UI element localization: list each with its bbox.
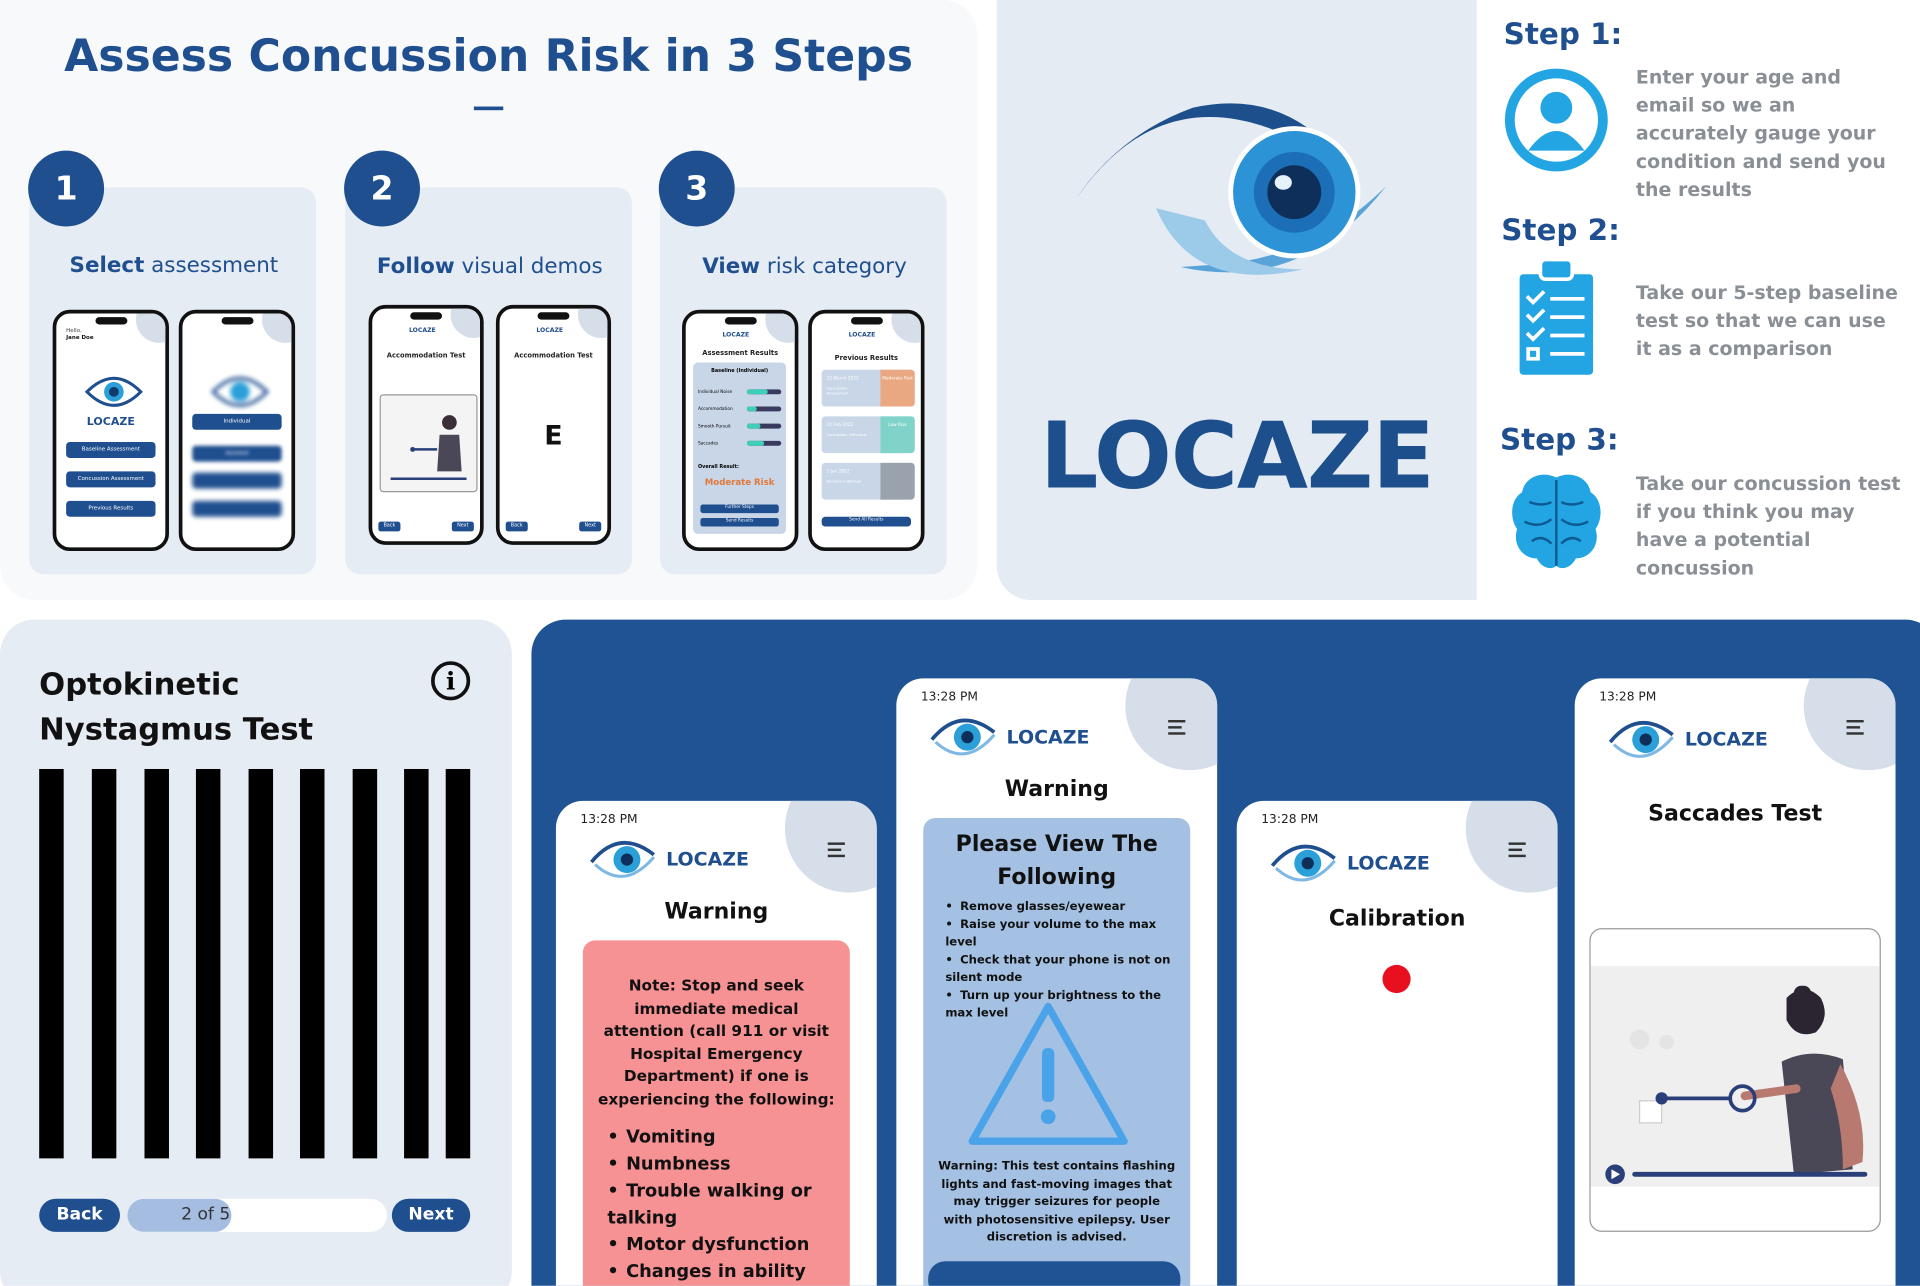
next-button[interactable]: Next [579, 521, 602, 532]
stripe-pattern [39, 768, 472, 1159]
demo-illustration [379, 394, 478, 493]
logo: LOCAZE [1607, 718, 1768, 762]
step-number-2: 2 [344, 150, 421, 227]
history-row[interactable]: 22 March 2022 Concussion Assessment Mode… [821, 369, 915, 407]
menu-icon[interactable] [1508, 842, 1526, 860]
page-title: Assess Concussion Risk in 3 Steps [64, 31, 913, 83]
menu-icon[interactable] [1846, 720, 1864, 738]
brain-icon [1512, 474, 1601, 569]
screen-heading: Saccades Test [1648, 800, 1823, 827]
mini-phone-history: LOCAZE Previous Results 22 March 2022 Co… [808, 309, 925, 552]
individual-button[interactable]: Individual [192, 413, 282, 430]
info-box: Please View The Following Remove glasses… [923, 817, 1191, 1286]
back-button[interactable]: Back [505, 521, 528, 532]
mini-phone-home: Hello, Jane Doe LOCAZE Baseline Assessme… [52, 309, 169, 552]
logo: LOCAZE [928, 715, 1089, 759]
clipboard-checklist-icon [1519, 257, 1594, 375]
stripe-bar [195, 768, 221, 1159]
eye-logo-icon [1270, 844, 1336, 882]
step-card-caption: Follow visual demos [376, 254, 603, 280]
mini-phone-select-mode: Individual Assisted [178, 309, 296, 552]
baseline-assessment-button[interactable]: Baseline Assessment [66, 442, 156, 458]
step-card-2: Follow visual demos LOCAZE Accommodation… [345, 187, 632, 575]
further-steps-button[interactable]: Further Steps [700, 504, 779, 514]
step-number-1: 1 [28, 150, 105, 227]
stripe-bar [445, 768, 471, 1159]
logo: LOCAZE [1269, 841, 1430, 885]
info-icon[interactable]: i [431, 661, 471, 701]
step-card-caption: View risk category [702, 254, 907, 280]
steps-panel: Assess Concussion Risk in 3 Steps Select… [0, 0, 978, 601]
phone-warning-info: 13:28 PM▾ ıll ▭ LOCAZE Warning Please Vi… [896, 678, 1218, 1286]
history-row[interactable]: 2 Jan 2022 Baseline Individual [821, 462, 915, 500]
phone-saccades: 13:28 PM▾ ıll ▭ LOCAZE Saccades Test [1574, 678, 1896, 1286]
continue-button[interactable] [928, 1261, 1181, 1286]
mini-phone-accommodation: LOCAZE Accommodation Test Back Next [368, 304, 484, 545]
calibration-dot [1382, 964, 1411, 994]
title-underline [473, 106, 504, 111]
right-steps: Step 1: Enter your age and email so we a… [1476, 0, 1920, 601]
history-row[interactable]: 21 Feb 2022 Concussion Individual Low Ri… [821, 416, 915, 454]
phone-calibration: 13:28 PM▾ ıll ▭ LOCAZE Calibration [1236, 800, 1558, 1286]
progress-fill [127, 1198, 232, 1232]
progress-bar [127, 1198, 387, 1232]
back-button[interactable]: Back [378, 521, 401, 532]
next-button[interactable]: Next [451, 521, 474, 532]
menu-icon[interactable] [827, 842, 845, 860]
screen-heading: Calibration [1328, 906, 1466, 932]
stripe-bar [91, 768, 117, 1159]
previous-results-button[interactable]: Previous Results [66, 500, 156, 517]
overall-risk: Moderate Risk [704, 477, 775, 488]
step-card-caption: Select assessment [69, 253, 279, 278]
stripe-bar [144, 768, 169, 1159]
user-icon [1504, 68, 1608, 172]
warning-triangle-icon [968, 1002, 1128, 1145]
assisted-button[interactable]: Assisted [192, 445, 282, 462]
screen-heading: Warning [664, 898, 769, 925]
brand-panel: LOCAZE [996, 0, 1477, 601]
stripe-bar [352, 768, 378, 1159]
logo: LOCAZE [588, 838, 749, 882]
progress-label: 2 of 5 [181, 1204, 231, 1225]
send-results-button[interactable]: Send Results [700, 517, 779, 527]
phone-warning-note: 13:28 PM▾ ıll ▭ LOCAZE Warning Note: Sto… [555, 800, 877, 1286]
eye-logo-icon [1076, 103, 1387, 275]
next-button[interactable]: Next [391, 1198, 471, 1232]
eye-logo-icon [84, 377, 143, 407]
send-all-results-button[interactable]: Send All Results [821, 516, 912, 527]
instruction-list: Remove glasses/eyewear Raise your volume… [945, 899, 1185, 1023]
warning-note-box: Note: Stop and seek immediate medical at… [582, 940, 850, 1286]
eye-logo-icon [590, 841, 656, 878]
back-button[interactable]: Back [39, 1198, 121, 1232]
concussion-assessment-button[interactable]: Concussion Assessment [66, 471, 156, 488]
stripe-bar [404, 768, 429, 1159]
test-letter: E [544, 421, 563, 452]
step-card-1: Select assessment Hello, Jane Doe LOCAZE… [29, 187, 316, 575]
eye-logo-icon [1608, 721, 1674, 758]
screen-heading: Warning [1004, 776, 1109, 803]
step-card-3: View risk category LOCAZE Assessment Res… [660, 187, 947, 575]
stripe-bar [39, 768, 64, 1159]
results-box: Baseline (Individual) Individual Noise A… [693, 362, 787, 534]
mini-phone-results: LOCAZE Assessment Results Baseline (Indi… [682, 309, 799, 552]
blurred-button [192, 472, 282, 489]
stripe-bar [300, 768, 325, 1159]
eye-logo-icon [210, 377, 270, 407]
eye-logo-icon [930, 718, 996, 756]
mini-phone-accommodation-letter: LOCAZE Accommodation Test E Back Next [495, 304, 612, 545]
symptom-list: Vomiting Numbness Trouble walking or tal… [607, 1124, 815, 1286]
blurred-button [192, 500, 282, 517]
phones-panel: 13:28 PM▾ ıll ▭ LOCAZE Warning Note: Sto… [531, 619, 1920, 1286]
demo-video[interactable] [1589, 928, 1881, 1232]
step-number-3: 3 [658, 150, 735, 227]
menu-icon[interactable] [1168, 720, 1186, 738]
brand-wordmark: LOCAZE [1039, 401, 1435, 510]
stripe-bar [248, 768, 274, 1159]
